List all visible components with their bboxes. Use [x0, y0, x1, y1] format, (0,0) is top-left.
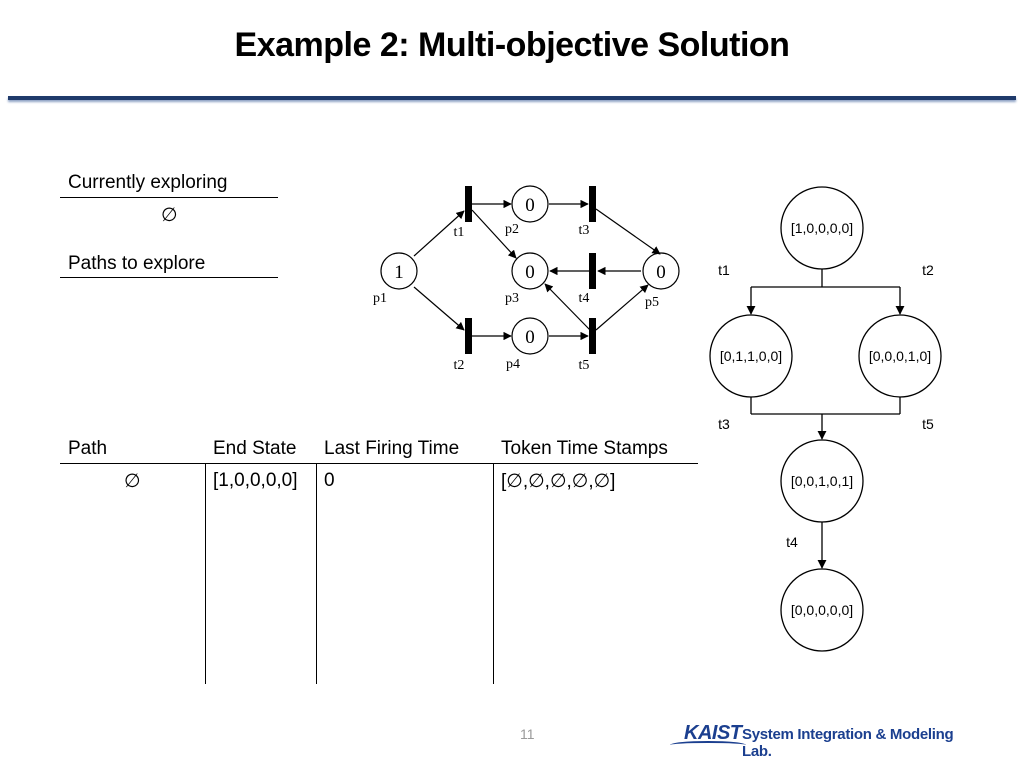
transition-t5	[589, 318, 596, 354]
table-cell-last-firing-time: 0	[324, 470, 335, 491]
table-header-end-state: End State	[213, 438, 297, 459]
state-label: [0,0,0,1,0]	[869, 348, 931, 364]
state-label: [0,1,1,0,0]	[720, 348, 782, 364]
table-cell-end-state: [1,0,0,0,0]	[213, 470, 298, 491]
place-p1-tokens: 1	[394, 262, 404, 283]
table-header-path: Path	[68, 438, 108, 459]
currently-exploring-label: Currently exploring	[68, 172, 228, 193]
place-p2-label: p2	[505, 222, 519, 237]
state-label: [1,0,0,0,0]	[791, 220, 853, 236]
transition-t3-label: t3	[579, 223, 590, 238]
slide-title: Example 2: Multi-objective Solution	[234, 26, 790, 64]
place-p3-tokens: 0	[525, 262, 535, 283]
table-cell-token-time-stamps: [∅,∅,∅,∅,∅]	[501, 471, 616, 492]
edge-label: t1	[718, 262, 730, 278]
arc-t5-p5	[595, 284, 649, 331]
place-p3-label: p3	[505, 291, 519, 306]
arc-t1-p3	[471, 209, 517, 259]
arc-p1-t1	[413, 210, 465, 257]
kaist-logo: KAIST System Integration & Modeling Lab.	[670, 722, 970, 760]
table-cell-path: ∅	[124, 471, 141, 492]
table-column-divider	[205, 464, 206, 684]
transition-t3	[589, 186, 596, 222]
transition-t1-label: t1	[454, 225, 465, 240]
petri-transitions	[465, 186, 596, 354]
transition-t2	[465, 318, 472, 354]
transition-t1	[465, 186, 472, 222]
table-header-token-time-stamps: Token Time Stamps	[501, 438, 668, 459]
edge-label: t4	[786, 534, 798, 550]
place-p4-tokens: 0	[525, 327, 535, 348]
place-p1	[380, 252, 418, 290]
state-tree-labels: [1,0,0,0,0] [0,1,1,0,0] [0,0,0,1,0] [0,0…	[718, 220, 934, 618]
arc-t3-p5	[595, 208, 661, 255]
petri-net	[380, 185, 680, 355]
logo-swoosh	[670, 741, 746, 749]
transition-t4	[589, 253, 596, 289]
lab-name: System Integration & Modeling Lab.	[742, 726, 954, 760]
state-label: [0,0,1,0,1]	[791, 473, 853, 489]
arc-p1-t2	[413, 286, 465, 331]
transition-t2-label: t2	[454, 358, 465, 373]
edge-label: t2	[922, 262, 934, 278]
place-p5-label: p5	[645, 295, 659, 310]
place-p4	[511, 317, 549, 355]
table-header-last-firing-time: Last Firing Time	[324, 438, 460, 459]
paths-to-explore-rule	[60, 277, 278, 278]
edge-label: t3	[718, 416, 730, 432]
page-number: 11	[520, 726, 535, 742]
place-p4-label: p4	[506, 357, 520, 372]
currently-exploring-value: ∅	[161, 205, 178, 226]
table-column-divider	[493, 464, 494, 684]
paths-to-explore-label: Paths to explore	[68, 253, 206, 274]
transition-t4-label: t4	[579, 291, 590, 306]
currently-exploring-rule	[60, 197, 278, 198]
place-p1-label: p1	[373, 291, 387, 306]
arc-t5-p3	[544, 283, 591, 331]
state-node	[780, 568, 864, 652]
state-label: [0,0,0,0,0]	[791, 602, 853, 618]
edge-label: t5	[922, 416, 934, 432]
logo-wordmark: KAIST	[684, 722, 742, 744]
place-p2	[511, 185, 549, 223]
petri-labels: 1 0 0 0 0 p1 p2 p3 p4 p5 t1 t2 t3 t4 t5	[373, 195, 666, 373]
state-tree	[709, 186, 942, 652]
table-column-divider	[316, 464, 317, 684]
title-divider	[8, 96, 1016, 100]
place-p5	[642, 252, 680, 290]
place-p5-tokens: 0	[656, 262, 666, 283]
table-header-rule	[60, 463, 698, 464]
transition-t5-label: t5	[579, 358, 590, 373]
place-p3	[511, 252, 549, 290]
place-p2-tokens: 0	[525, 195, 535, 216]
